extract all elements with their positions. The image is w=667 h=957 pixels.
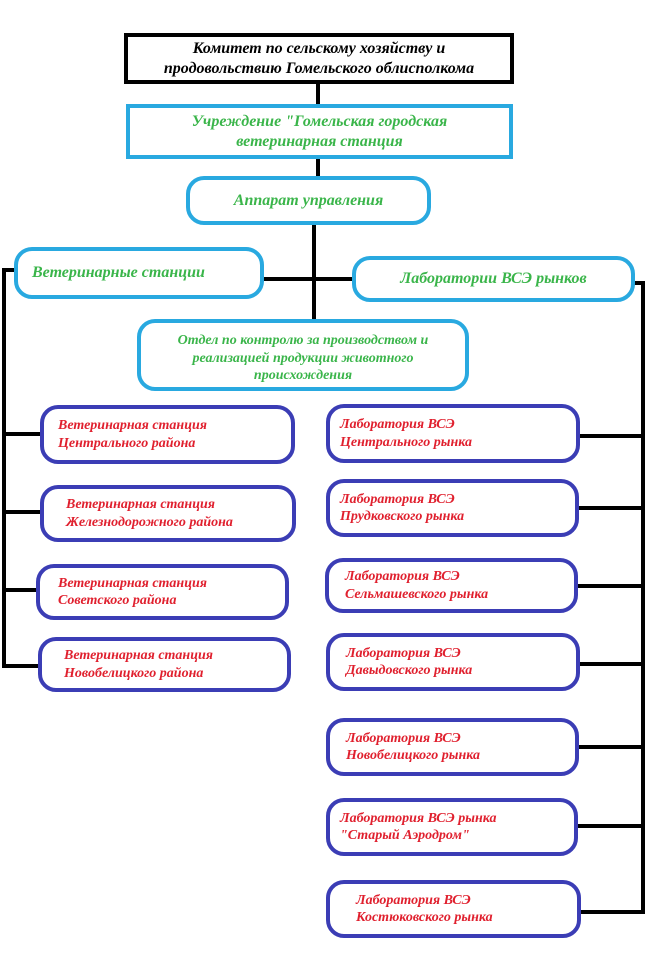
- station-line-1: Ветеринарная станция: [64, 648, 213, 663]
- institution-line-1: Учреждение "Гомельская городская: [191, 112, 448, 130]
- lab-line-2: "Старый Аэродром": [340, 828, 470, 843]
- station-box-central: Ветеринарная станция Центрального района: [40, 405, 295, 464]
- lab-box-kostyukovsky-market: Лаборатория ВСЭ Костюковского рынка: [326, 880, 581, 938]
- lab-line-1: Лаборатория ВСЭ: [340, 491, 455, 507]
- department-line-3: происхождения: [253, 368, 353, 383]
- committee-line-1: Комитет по сельскому хозяйству и: [192, 39, 446, 57]
- lab-line-1: Лаборатория ВСЭ: [346, 730, 461, 746]
- lab-box-novobelitsky-market: Лаборатория ВСЭ Новобелицкого рынка: [326, 718, 579, 776]
- department-box: Отдел по контролю за производством и реа…: [137, 319, 469, 391]
- lab-box-prudkovsky-market: Лаборатория ВСЭ Прудковского рынка: [326, 479, 579, 537]
- station-line-1: Ветеринарная станция: [58, 575, 207, 591]
- station-line-1: Ветеринарная станция: [58, 418, 207, 433]
- lab-line-1: Лаборатория ВСЭ: [345, 569, 460, 584]
- lab-line-2: Давыдовского рынка: [346, 663, 473, 678]
- management-box: Аппарат управления: [186, 176, 431, 225]
- lab-line-2: Прудковского рынка: [340, 509, 465, 524]
- lab-box-central-market: Лаборатория ВСЭ Центрального рынка: [326, 404, 580, 463]
- lab-line-1: Лаборатория ВСЭ рынка: [340, 810, 497, 826]
- labs-box: Лаборатории ВСЭ рынков: [352, 256, 635, 302]
- committee-line-2: продовольствию Гомельского облисполкома: [163, 59, 475, 77]
- lab-line-2: Костюковского рынка: [356, 910, 493, 925]
- station-line-2: Центрального района: [58, 435, 196, 451]
- station-box-sovetsky: Ветеринарная станция Советского района: [36, 564, 289, 620]
- vet-stations-label: Ветеринарные станции: [32, 264, 205, 281]
- station-line-2: Новобелицкого района: [64, 665, 204, 681]
- lab-line-1: Лаборатория ВСЭ: [346, 645, 461, 661]
- lab-line-2: Центрального рынка: [340, 434, 473, 450]
- lab-line-2: Новобелицкого рынка: [346, 748, 481, 763]
- station-box-novobelitsky: Ветеринарная станция Новобелицкого район…: [38, 637, 291, 692]
- institution-box: Учреждение "Гомельская городская ветерин…: [126, 104, 513, 159]
- station-line-1: Ветеринарная станция: [66, 497, 215, 512]
- institution-line-2: ветеринарная станция: [236, 132, 403, 150]
- station-line-2: Железнодорожного района: [66, 514, 233, 530]
- lab-line-1: Лаборатория ВСЭ: [356, 892, 471, 908]
- lab-line-1: Лаборатория ВСЭ: [340, 417, 455, 432]
- lab-line-2: Сельмашевского рынка: [345, 586, 489, 602]
- station-box-railway: Ветеринарная станция Железнодорожного ра…: [40, 485, 296, 542]
- vet-stations-box: Ветеринарные станции: [14, 247, 264, 299]
- station-line-2: Советского района: [58, 593, 177, 608]
- lab-box-stary-aerodrom-market: Лаборатория ВСЭ рынка "Старый Аэродром": [326, 798, 578, 856]
- management-label: Аппарат управления: [233, 191, 384, 209]
- department-line-1: Отдел по контролю за производством и: [177, 333, 429, 348]
- labs-label: Лаборатории ВСЭ рынков: [400, 270, 587, 287]
- department-line-2: реализацией продукции животного: [192, 350, 414, 366]
- lab-box-davydovsky-market: Лаборатория ВСЭ Давыдовского рынка: [326, 633, 580, 691]
- committee-box: Комитет по сельскому хозяйству и продово…: [124, 33, 514, 84]
- lab-box-selmash-market: Лаборатория ВСЭ Сельмашевского рынка: [325, 558, 578, 613]
